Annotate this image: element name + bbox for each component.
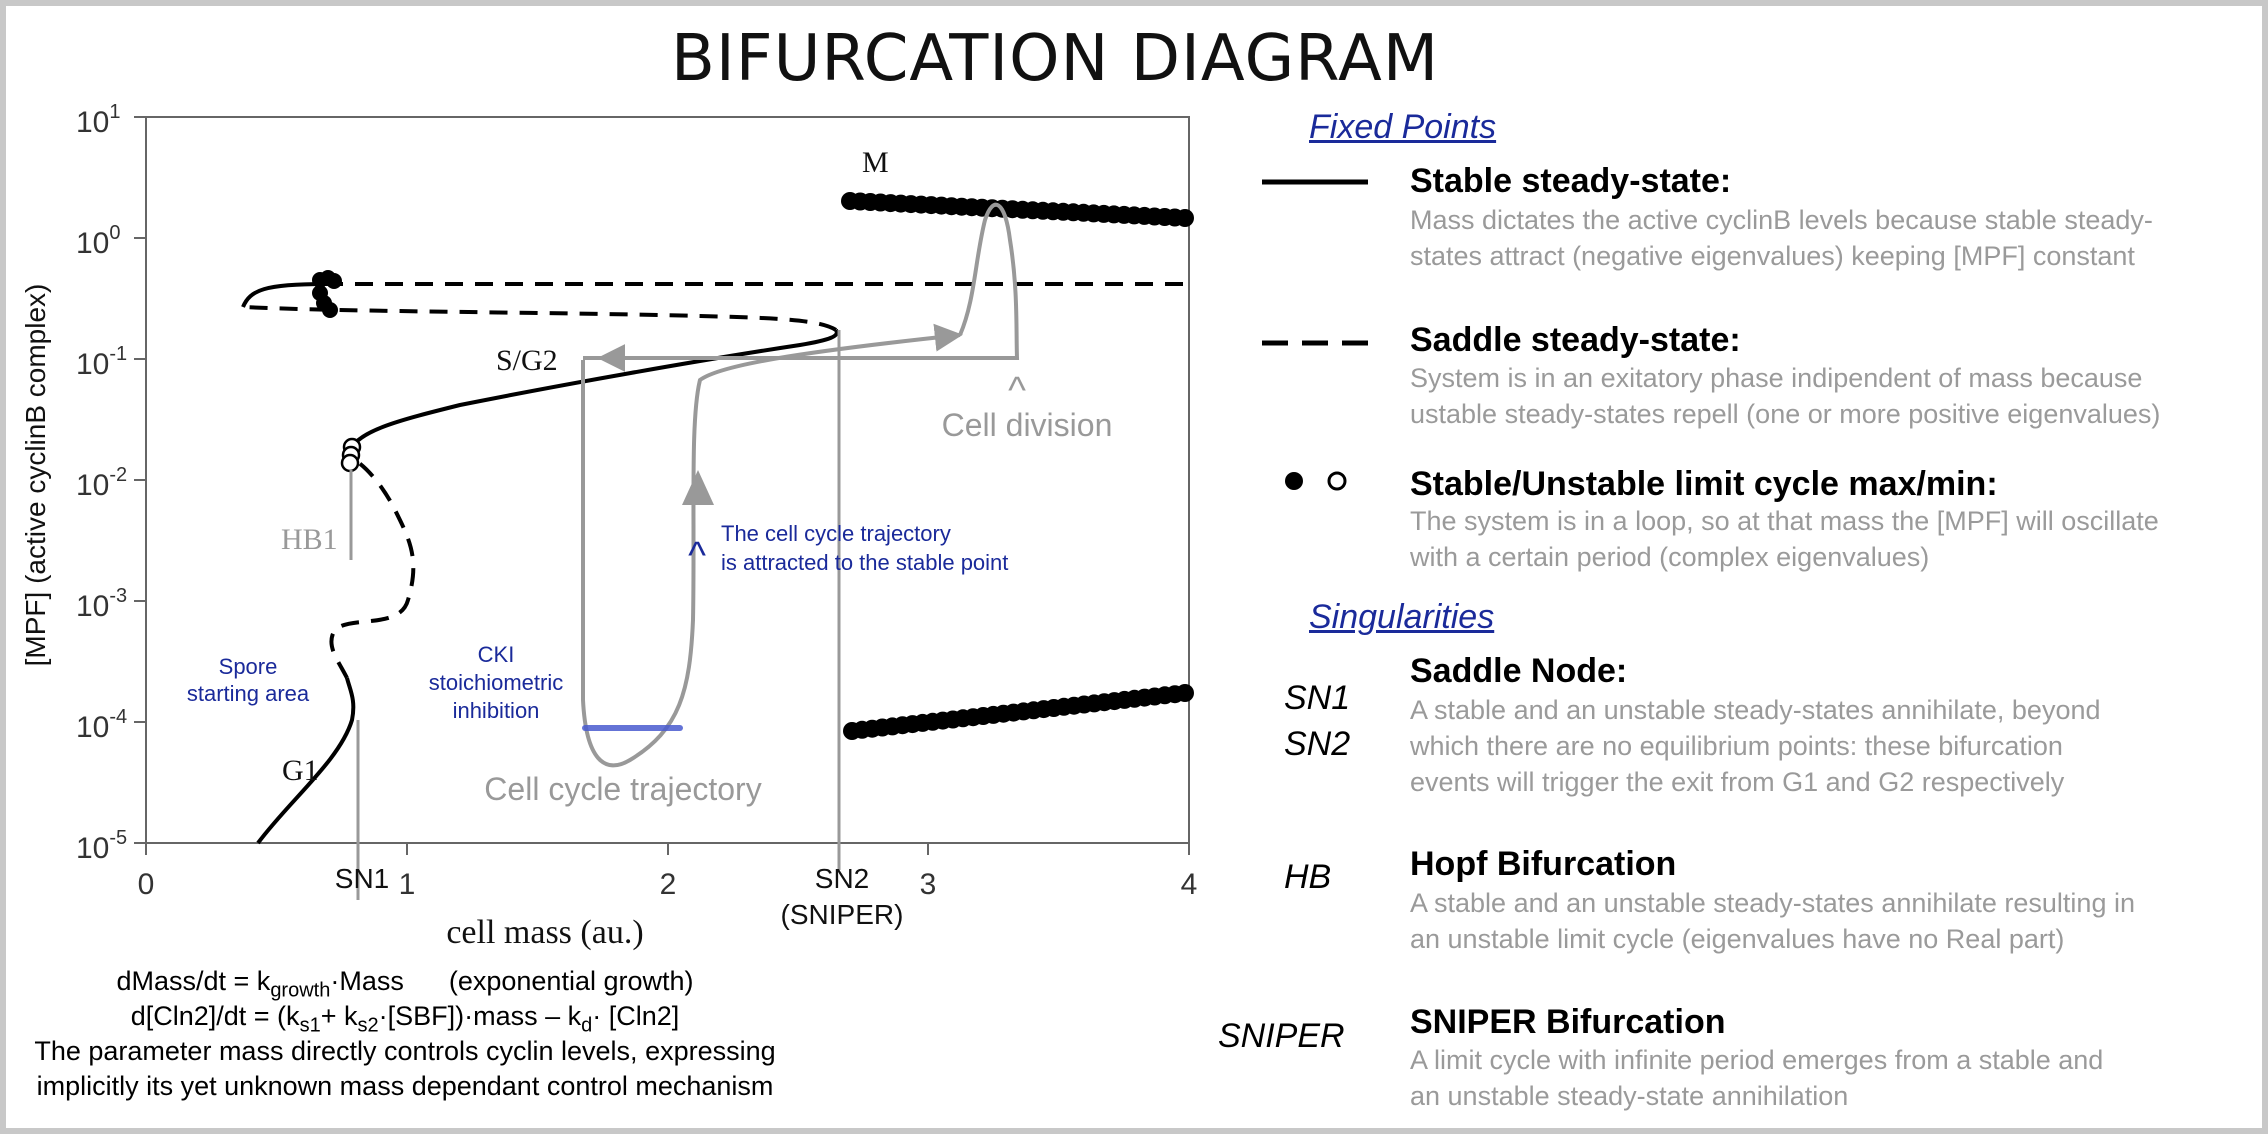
label-m: M: [862, 146, 889, 179]
eq2-sub3: d: [581, 1014, 593, 1037]
cell-cycle-trajectory: [581, 323, 963, 768]
limit-cycle-min-dot: [1176, 684, 1194, 702]
x-tick-0: 0: [138, 868, 155, 901]
x-tick-4: 4: [1181, 868, 1198, 901]
eq1-sub: growth: [270, 979, 331, 1002]
label-attracted-line1: The cell cycle trajectory: [721, 521, 951, 546]
eq2-c: ·[SBF])·mass – k: [378, 1001, 582, 1031]
y-tick-m1: 10-1: [76, 343, 127, 381]
saddle-branch-middle: [242, 305, 838, 332]
legend-stable-head: Stable steady-state:: [1410, 162, 1732, 200]
attractor-caret: ^: [688, 535, 706, 577]
trajectory-arrow-up: [682, 470, 714, 505]
y-axis: 101 100 10-1 10-2 10-3 10-4 10-5: [76, 101, 146, 865]
x-tick-2: 2: [660, 868, 677, 901]
x-axis-label: cell mass (au.): [446, 914, 643, 951]
legend-saddle-node-head: Saddle Node:: [1410, 652, 1628, 690]
x-tick-3: 3: [920, 868, 937, 901]
label-sg2: S/G2: [496, 344, 558, 377]
y-tick-m3: 10-3: [76, 585, 127, 623]
legend-hb-symbol: HB: [1284, 858, 1332, 896]
label-sniper: (SNIPER): [781, 899, 904, 930]
legend-hopf-head: Hopf Bifurcation: [1410, 845, 1677, 883]
equation-note-line2: implicitly its yet unknown mass dependan…: [36, 1071, 774, 1101]
y-tick-m2: 10-2: [76, 464, 127, 502]
y-tick-0: 100: [76, 222, 121, 260]
label-attracted-line2: is attracted to the stable point: [721, 550, 1008, 575]
eq2-sub1: s1: [299, 1014, 321, 1037]
limit-cycle-left-cluster: [312, 270, 342, 318]
legend-sniper-head: SNIPER Bifurcation: [1410, 1003, 1726, 1041]
saddle-branch-lower: [329, 458, 416, 679]
label-sn2: SN2: [815, 863, 869, 894]
legend-fixed-points-title: Fixed Points: [1309, 108, 1497, 146]
y-axis-label: [MPF] (active cyclinB complex): [20, 284, 51, 667]
cell-division-caret: ^: [1008, 370, 1026, 412]
y-tick-1: 101: [76, 101, 121, 139]
equation-mass: dMass/dt = kgrowth·Mass (exponential gro…: [0, 966, 1055, 1002]
label-sn1: SN1: [335, 863, 389, 894]
label-hb1: HB1: [281, 523, 338, 556]
label-spore-line1: Spore: [219, 654, 278, 679]
legend-sniper-symbol: SNIPER: [1218, 1017, 1345, 1055]
eq1-pre: dMass/dt = k: [116, 966, 271, 996]
eq2-a: d[Cln2]/dt = (k: [130, 1001, 300, 1031]
stable-branch-sg2: [348, 328, 839, 452]
figure-frame: [6, 6, 2262, 1128]
eq2-sub2: s2: [357, 1014, 379, 1037]
eq1-note: (exponential growth): [448, 966, 694, 996]
stable-branch-top-left: [241, 282, 326, 308]
legend-singularities-title: Singularities: [1309, 598, 1495, 636]
label-spore-line2: starting area: [187, 681, 310, 706]
eq1-post: ·Mass: [330, 966, 404, 996]
legend-unstable-dot: [1327, 471, 1347, 491]
x-tick-1: 1: [399, 868, 416, 901]
equation-cln2: d[Cln2]/dt = (ks1+ ks2·[SBF])·mass – kd·…: [0, 1001, 1055, 1037]
y-tick-m5: 10-5: [76, 827, 127, 865]
legend-saddle-head: Saddle steady-state:: [1410, 321, 1741, 359]
x-axis: 0 1 2 3 4: [138, 843, 1198, 901]
legend-sniper-desc: A limit cycle with infinite period emerg…: [1410, 1045, 2104, 1111]
plot-area: [145, 116, 1190, 844]
label-cki-line2: stoichiometric: [429, 670, 563, 695]
cell-division-path: [583, 202, 1020, 360]
limit-cycle-min-branch: [843, 684, 1194, 740]
equation-note-line1: The parameter mass directly controls cyc…: [34, 1036, 776, 1066]
limit-cycle-max-branch: [841, 192, 1194, 227]
legend-stable-desc: Mass dictates the active cyclinB levels …: [1410, 205, 2153, 271]
legend-saddle-node-desc: A stable and an unstable steady-states a…: [1410, 695, 2101, 797]
unstable-cycle-hb1: [340, 437, 362, 473]
legend-sn-symbol: SN1 SN2: [1284, 679, 1351, 763]
legend-limit-cycle-head: Stable/Unstable limit cycle max/min:: [1410, 465, 1998, 503]
label-cki-line3: inhibition: [453, 698, 540, 723]
label-cell-division: Cell division: [942, 407, 1113, 443]
eq2-d: · [Cln2]: [592, 1001, 680, 1031]
stable-branch-g1: [256, 677, 356, 845]
y-tick-m4: 10-4: [76, 706, 127, 744]
label-cell-cycle-trajectory: Cell cycle trajectory: [484, 771, 761, 807]
limit-cycle-max-dot: [1176, 209, 1194, 227]
label-g1: G1: [282, 754, 319, 787]
legend-stable-dot: [1285, 472, 1303, 490]
legend-hopf-desc: A stable and an unstable steady-states a…: [1410, 888, 2135, 954]
page-title: BIFURCATION DIAGRAM: [670, 22, 1440, 96]
eq2-b: + k: [320, 1001, 358, 1031]
label-cki-line1: CKI: [478, 642, 515, 667]
legend-saddle-desc: System is in an exitatory phase indipend…: [1410, 363, 2161, 429]
legend-limit-cycle-desc: The system is in a loop, so at that mass…: [1410, 506, 2159, 572]
